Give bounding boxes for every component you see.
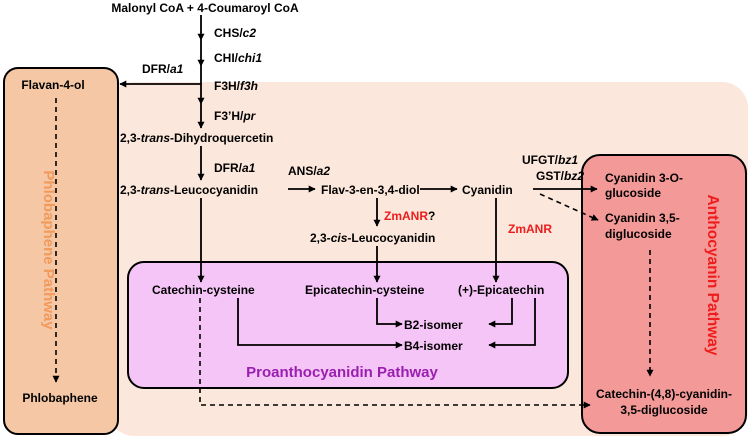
node-catechin-cysteine: Catechin-cysteine (152, 283, 255, 297)
phlobaphene-pathway-box (3, 67, 119, 435)
node-cyanidin-3-o-glucoside: Cyanidin 3-O-glucoside (605, 171, 683, 200)
edges (52, 15, 654, 409)
enzyme-dfr-leuco: DFR/a1 (214, 161, 256, 175)
edge-epicys-to-b2 (376, 298, 403, 328)
anthocyanin-pathway-label: Anthocyanin Pathway (704, 194, 721, 355)
edge-epi-to-b2 (488, 298, 513, 328)
enzyme-chs: CHS/c2 (214, 26, 256, 40)
enzyme-f3prime-h: F3’H/pr (214, 109, 257, 123)
node-b4-isomer: B4-isomer (404, 339, 463, 353)
node-start: Malonyl CoA + 4-Coumaroyl CoA (111, 1, 299, 15)
enzyme-zmanr-question: ZmANR? (384, 209, 435, 223)
phlobaphene-pathway-label: Phlobaphene Pathway (40, 170, 57, 330)
enzyme-f3h: F3H/f3h (214, 79, 258, 93)
node-catechin-cyanidin-diglucoside: Catechin-(4,8)-cyanidin-3,5-diglucoside (596, 387, 732, 417)
edge-catcys-to-b4 (237, 298, 403, 349)
proanthocyanidin-pathway-label: Proanthocyanidin Pathway (246, 364, 438, 381)
enzyme-dfr-flavan: DFR/a1 (142, 62, 184, 76)
enzyme-zmanr: ZmANR (508, 222, 552, 236)
edge-cyanidin-to-cyanidin35 (539, 193, 599, 221)
enzyme-ufgt: UFGT/bz1 (522, 153, 578, 167)
edge-epi-to-b4 (488, 298, 536, 349)
node-cyanidin-3-5-diglucoside: Cyanidin 3,5-diglucoside (605, 211, 680, 241)
enzyme-gst: GST/bz2 (536, 169, 584, 183)
node-flavan-4-ol: Flavan-4-ol (21, 78, 84, 92)
node-b2-isomer: B2-isomer (404, 318, 463, 332)
node-leucocyanidin-trans: 2,3-trans-Leucocyanidin (120, 183, 258, 197)
node-leucocyanidin-cis: 2,3-cis-Leucocyanidin (310, 231, 435, 245)
node-epicatechin: (+)-Epicatechin (458, 283, 544, 297)
node-epicatechin-cysteine: Epicatechin-cysteine (305, 283, 425, 297)
anthocyanin-pathway-box (581, 154, 747, 434)
enzyme-ans: ANS/a2 (288, 164, 330, 178)
node-dihydroquercetin: 2,3-trans-Dihydroquercetin (120, 131, 273, 145)
node-flav-3-en-3-4-diol: Flav-3-en-3,4-diol (321, 183, 420, 197)
node-phlobaphene: Phlobaphene (22, 391, 98, 405)
proanthocyanidin-pathway-box (127, 261, 569, 389)
node-cyanidin: Cyanidin (462, 183, 513, 197)
enzyme-chi: CHI/chi1 (214, 51, 262, 65)
